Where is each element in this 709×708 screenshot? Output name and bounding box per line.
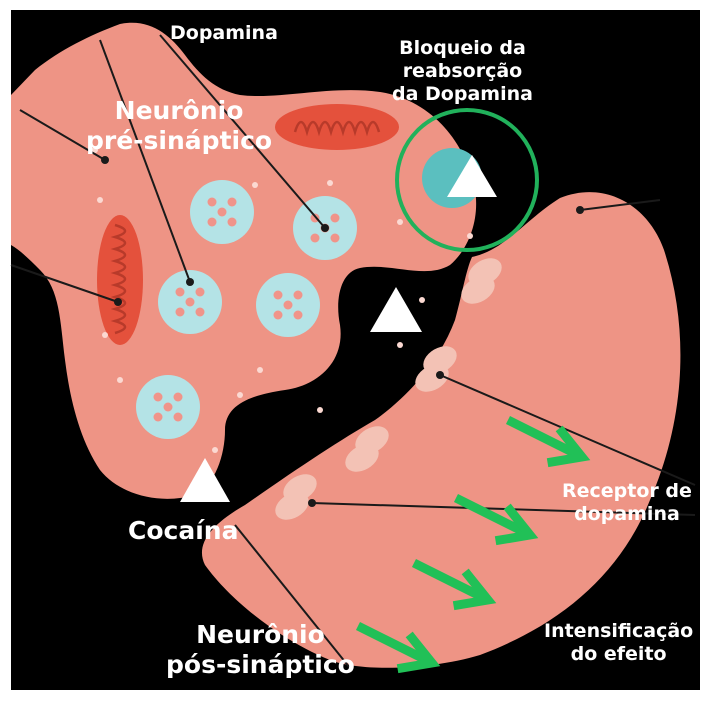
- label-effect-line2: do efeito: [544, 643, 693, 666]
- mitochondrion-left: [97, 215, 143, 345]
- label-post-synaptic-line2: pós-sináptico: [166, 650, 355, 680]
- label-receptor: Receptor de dopamina: [562, 480, 692, 526]
- label-reuptake-block-line1: Bloqueio da: [392, 37, 533, 60]
- label-receptor-line1: Receptor de: [562, 480, 692, 503]
- label-post-synaptic-line1: Neurônio: [166, 620, 355, 650]
- label-effect-intensification: Intensificação do efeito: [544, 620, 693, 666]
- vesicle: [256, 273, 320, 337]
- label-receptor-line2: dopamina: [562, 503, 692, 526]
- label-pre-synaptic-line2: pré-sináptico: [86, 126, 272, 156]
- label-reuptake-block: Bloqueio da reabsorção da Dopamina: [392, 37, 533, 105]
- label-reuptake-block-line2: reabsorção: [392, 60, 533, 83]
- vesicle: [136, 375, 200, 439]
- label-post-synaptic-neuron: Neurônio pós-sináptico: [166, 620, 355, 680]
- mitochondrion-top: [275, 104, 399, 150]
- label-cocaine: Cocaína: [128, 516, 238, 546]
- label-dopamine: Dopamina: [170, 22, 278, 45]
- label-pre-synaptic-line1: Neurônio: [86, 96, 272, 126]
- label-effect-line1: Intensificação: [544, 620, 693, 643]
- vesicle: [190, 180, 254, 244]
- label-reuptake-block-line3: da Dopamina: [392, 83, 533, 106]
- label-pre-synaptic-neuron: Neurônio pré-sináptico: [86, 96, 272, 156]
